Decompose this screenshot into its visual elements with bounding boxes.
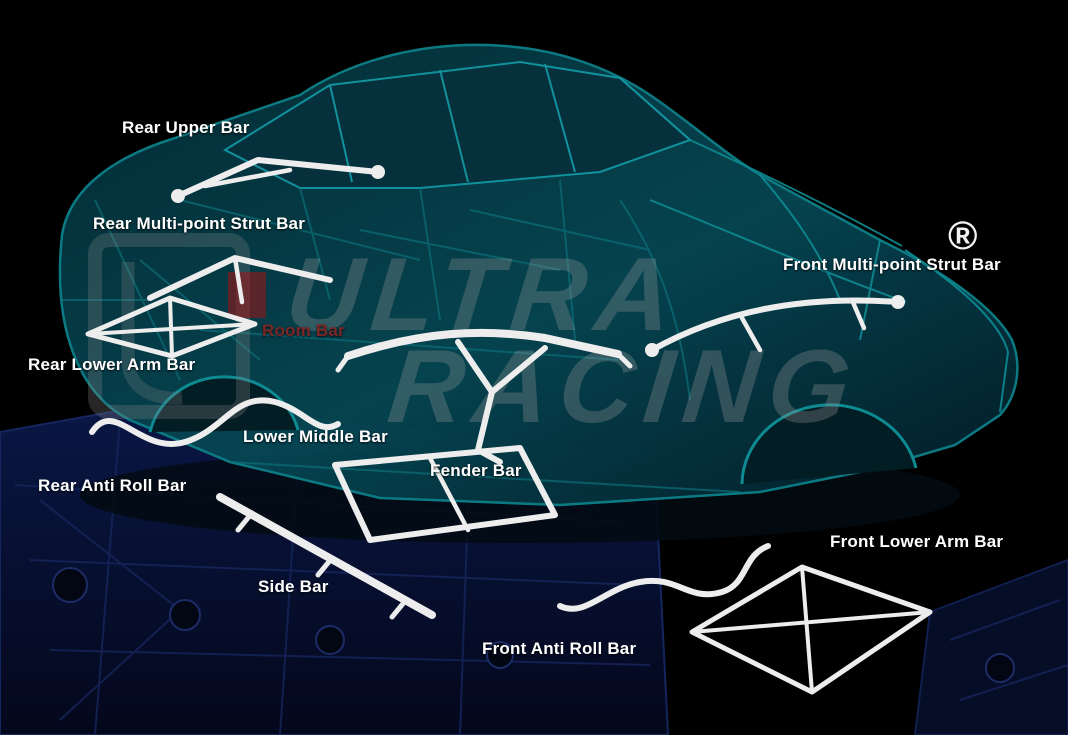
- label-front-multi-point-strut-bar: Front Multi-point Strut Bar: [783, 255, 1001, 274]
- label-rear-lower-arm-bar: Rear Lower Arm Bar: [28, 355, 196, 374]
- rear-multi-point-strut-bar-shape: [147, 255, 333, 305]
- registered-trademark-symbol: ®: [948, 214, 978, 258]
- label-rear-upper-bar: Rear Upper Bar: [122, 118, 250, 137]
- watermark-logo-red-block: [228, 272, 266, 318]
- side-bar-shape: [216, 493, 436, 620]
- car-chassis-illustration: [58, 43, 1019, 507]
- front-lower-arm-bar-shape: [689, 564, 933, 695]
- label-lower-middle-bar: Lower Middle Bar: [243, 427, 388, 446]
- watermark-text-line2: RACING: [383, 329, 865, 445]
- label-rear-multi-point-strut-bar: Rear Multi-point Strut Bar: [93, 214, 306, 233]
- lower-middle-bar-shape: [332, 445, 558, 543]
- rear-upper-bar-shape: [171, 157, 385, 203]
- strut-bars: [85, 157, 933, 695]
- label-room-bar: Room Bar: [262, 321, 345, 340]
- label-front-anti-roll-bar: Front Anti Roll Bar: [482, 639, 637, 658]
- label-front-lower-arm-bar: Front Lower Arm Bar: [830, 532, 1004, 551]
- front-multi-point-strut-bar-shape: [645, 295, 905, 357]
- fender-bar-shape: [455, 339, 548, 465]
- room-bar-shape: [335, 328, 633, 373]
- rear-anti-roll-bar-shape: [89, 397, 341, 447]
- rear-lower-arm-bar-shape: [85, 295, 258, 359]
- label-rear-anti-roll-bar: Rear Anti Roll Bar: [38, 476, 187, 495]
- front-anti-roll-bar-shape: [557, 543, 771, 612]
- label-fender-bar: Fender Bar: [430, 461, 522, 480]
- label-side-bar: Side Bar: [258, 577, 329, 596]
